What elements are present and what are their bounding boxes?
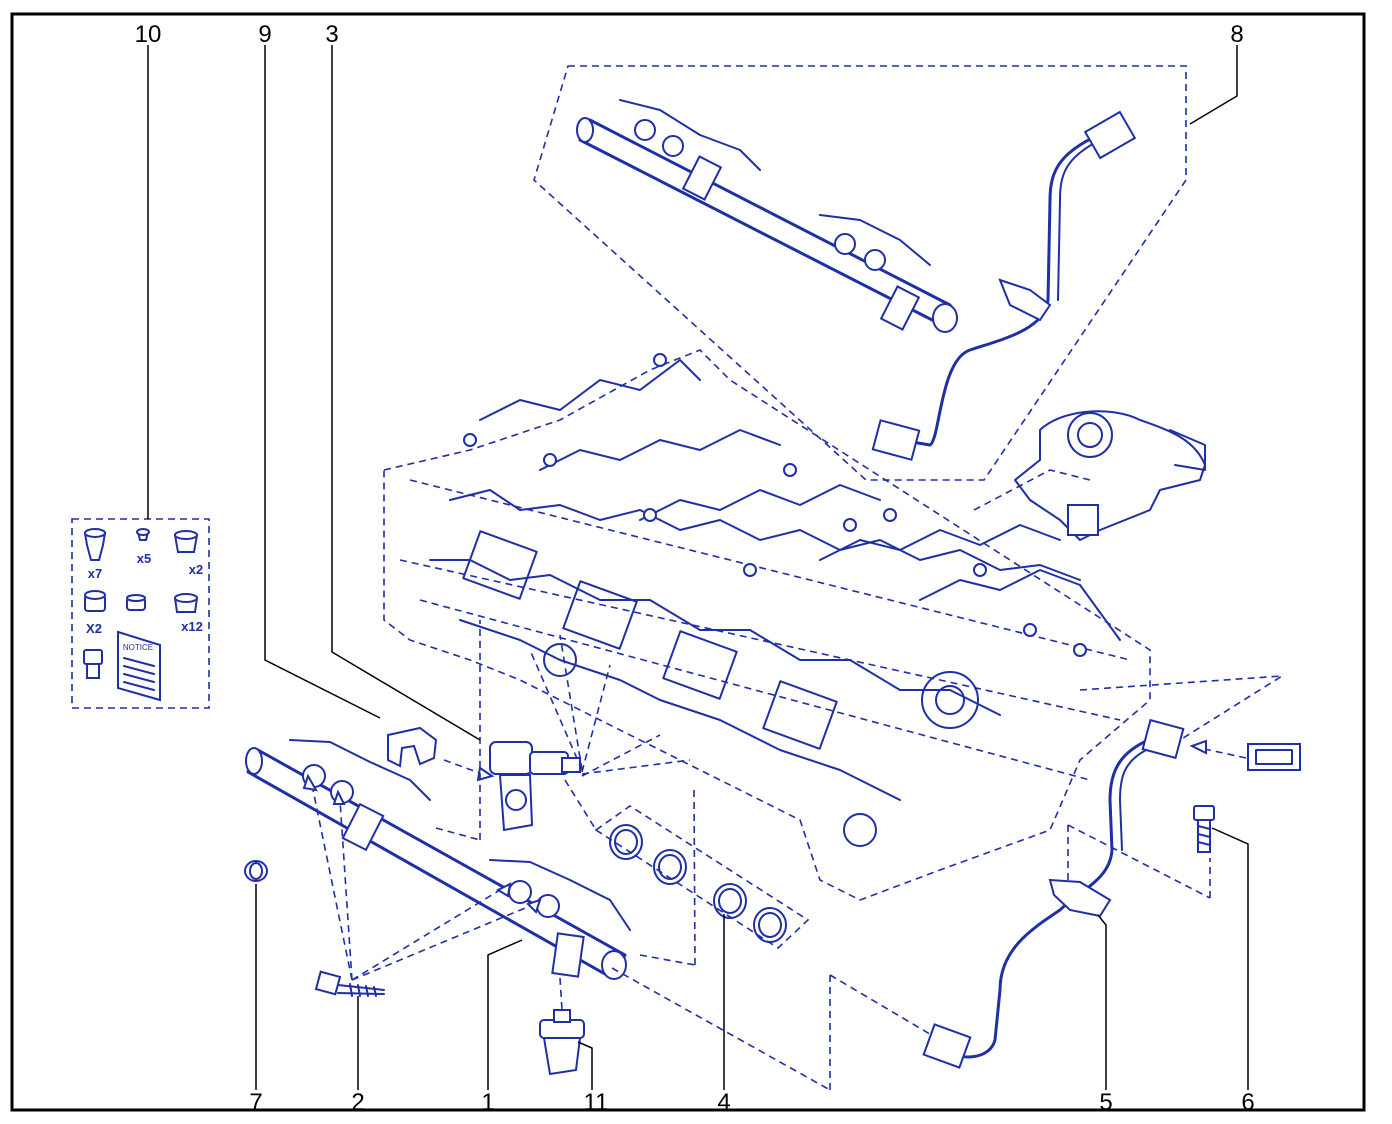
leader-lines xyxy=(147,45,1249,1090)
plug-large-icon xyxy=(83,528,107,561)
upper-fuel-pipe xyxy=(898,128,1112,447)
notice-label: NOTICE xyxy=(123,643,153,652)
callout-4: 4 xyxy=(717,1089,730,1116)
diagram-frame xyxy=(10,12,1366,1112)
part-9-clip xyxy=(387,726,495,782)
part-5-fuel-pipe xyxy=(922,718,1211,1069)
part-8-group xyxy=(533,65,1187,481)
plug-bolt-icon xyxy=(83,649,103,679)
plug-small-icon xyxy=(136,528,150,541)
seal-ring-icon xyxy=(173,593,199,613)
part-6-bolt xyxy=(1193,805,1215,853)
seal-kit-box: x7 x5 x2 X2 x12 xyxy=(71,518,210,709)
callout-5: 5 xyxy=(1099,1089,1112,1116)
kit-qty-x7: x7 xyxy=(88,566,102,581)
lower-fuel-pipe xyxy=(948,734,1160,1059)
part-4-seal-rings xyxy=(564,779,810,950)
callout-labels: 10 9 3 8 7 2 1 11 4 5 6 xyxy=(135,21,1255,1116)
kit-qty-X2: X2 xyxy=(86,621,102,636)
callout-8: 8 xyxy=(1230,21,1243,48)
pump-to-pipe-dash xyxy=(1079,675,1283,741)
callout-11: 11 xyxy=(584,1089,609,1116)
callout-2: 2 xyxy=(351,1089,364,1116)
cup-seal-icon xyxy=(173,530,199,553)
part-8-dashed-outline xyxy=(533,65,1187,481)
part-1-fuel-rail xyxy=(245,620,941,1091)
part-11-pressure-sensor xyxy=(539,1009,585,1076)
kit-qty-x5: x5 xyxy=(137,551,151,566)
part-3-injector xyxy=(489,634,691,832)
callout-9: 9 xyxy=(258,21,271,48)
part-7-seal xyxy=(244,860,268,882)
part-2-bolt xyxy=(302,773,542,997)
cap-ridged-icon xyxy=(84,590,106,612)
kit-qty-x2: x2 xyxy=(189,562,203,577)
callout-6: 6 xyxy=(1241,1089,1254,1116)
callout-3: 3 xyxy=(325,21,338,48)
high-pressure-pump xyxy=(973,410,1206,541)
callout-10: 10 xyxy=(135,21,162,48)
callout-7: 7 xyxy=(249,1089,262,1116)
pipe-gasket xyxy=(1189,739,1301,771)
cylinder-head xyxy=(383,349,1151,901)
notice-booklet-icon: NOTICE xyxy=(117,630,161,702)
kit-qty-x12: x12 xyxy=(181,619,203,634)
callout-1: 1 xyxy=(481,1089,494,1116)
cap-small-icon xyxy=(126,594,146,611)
